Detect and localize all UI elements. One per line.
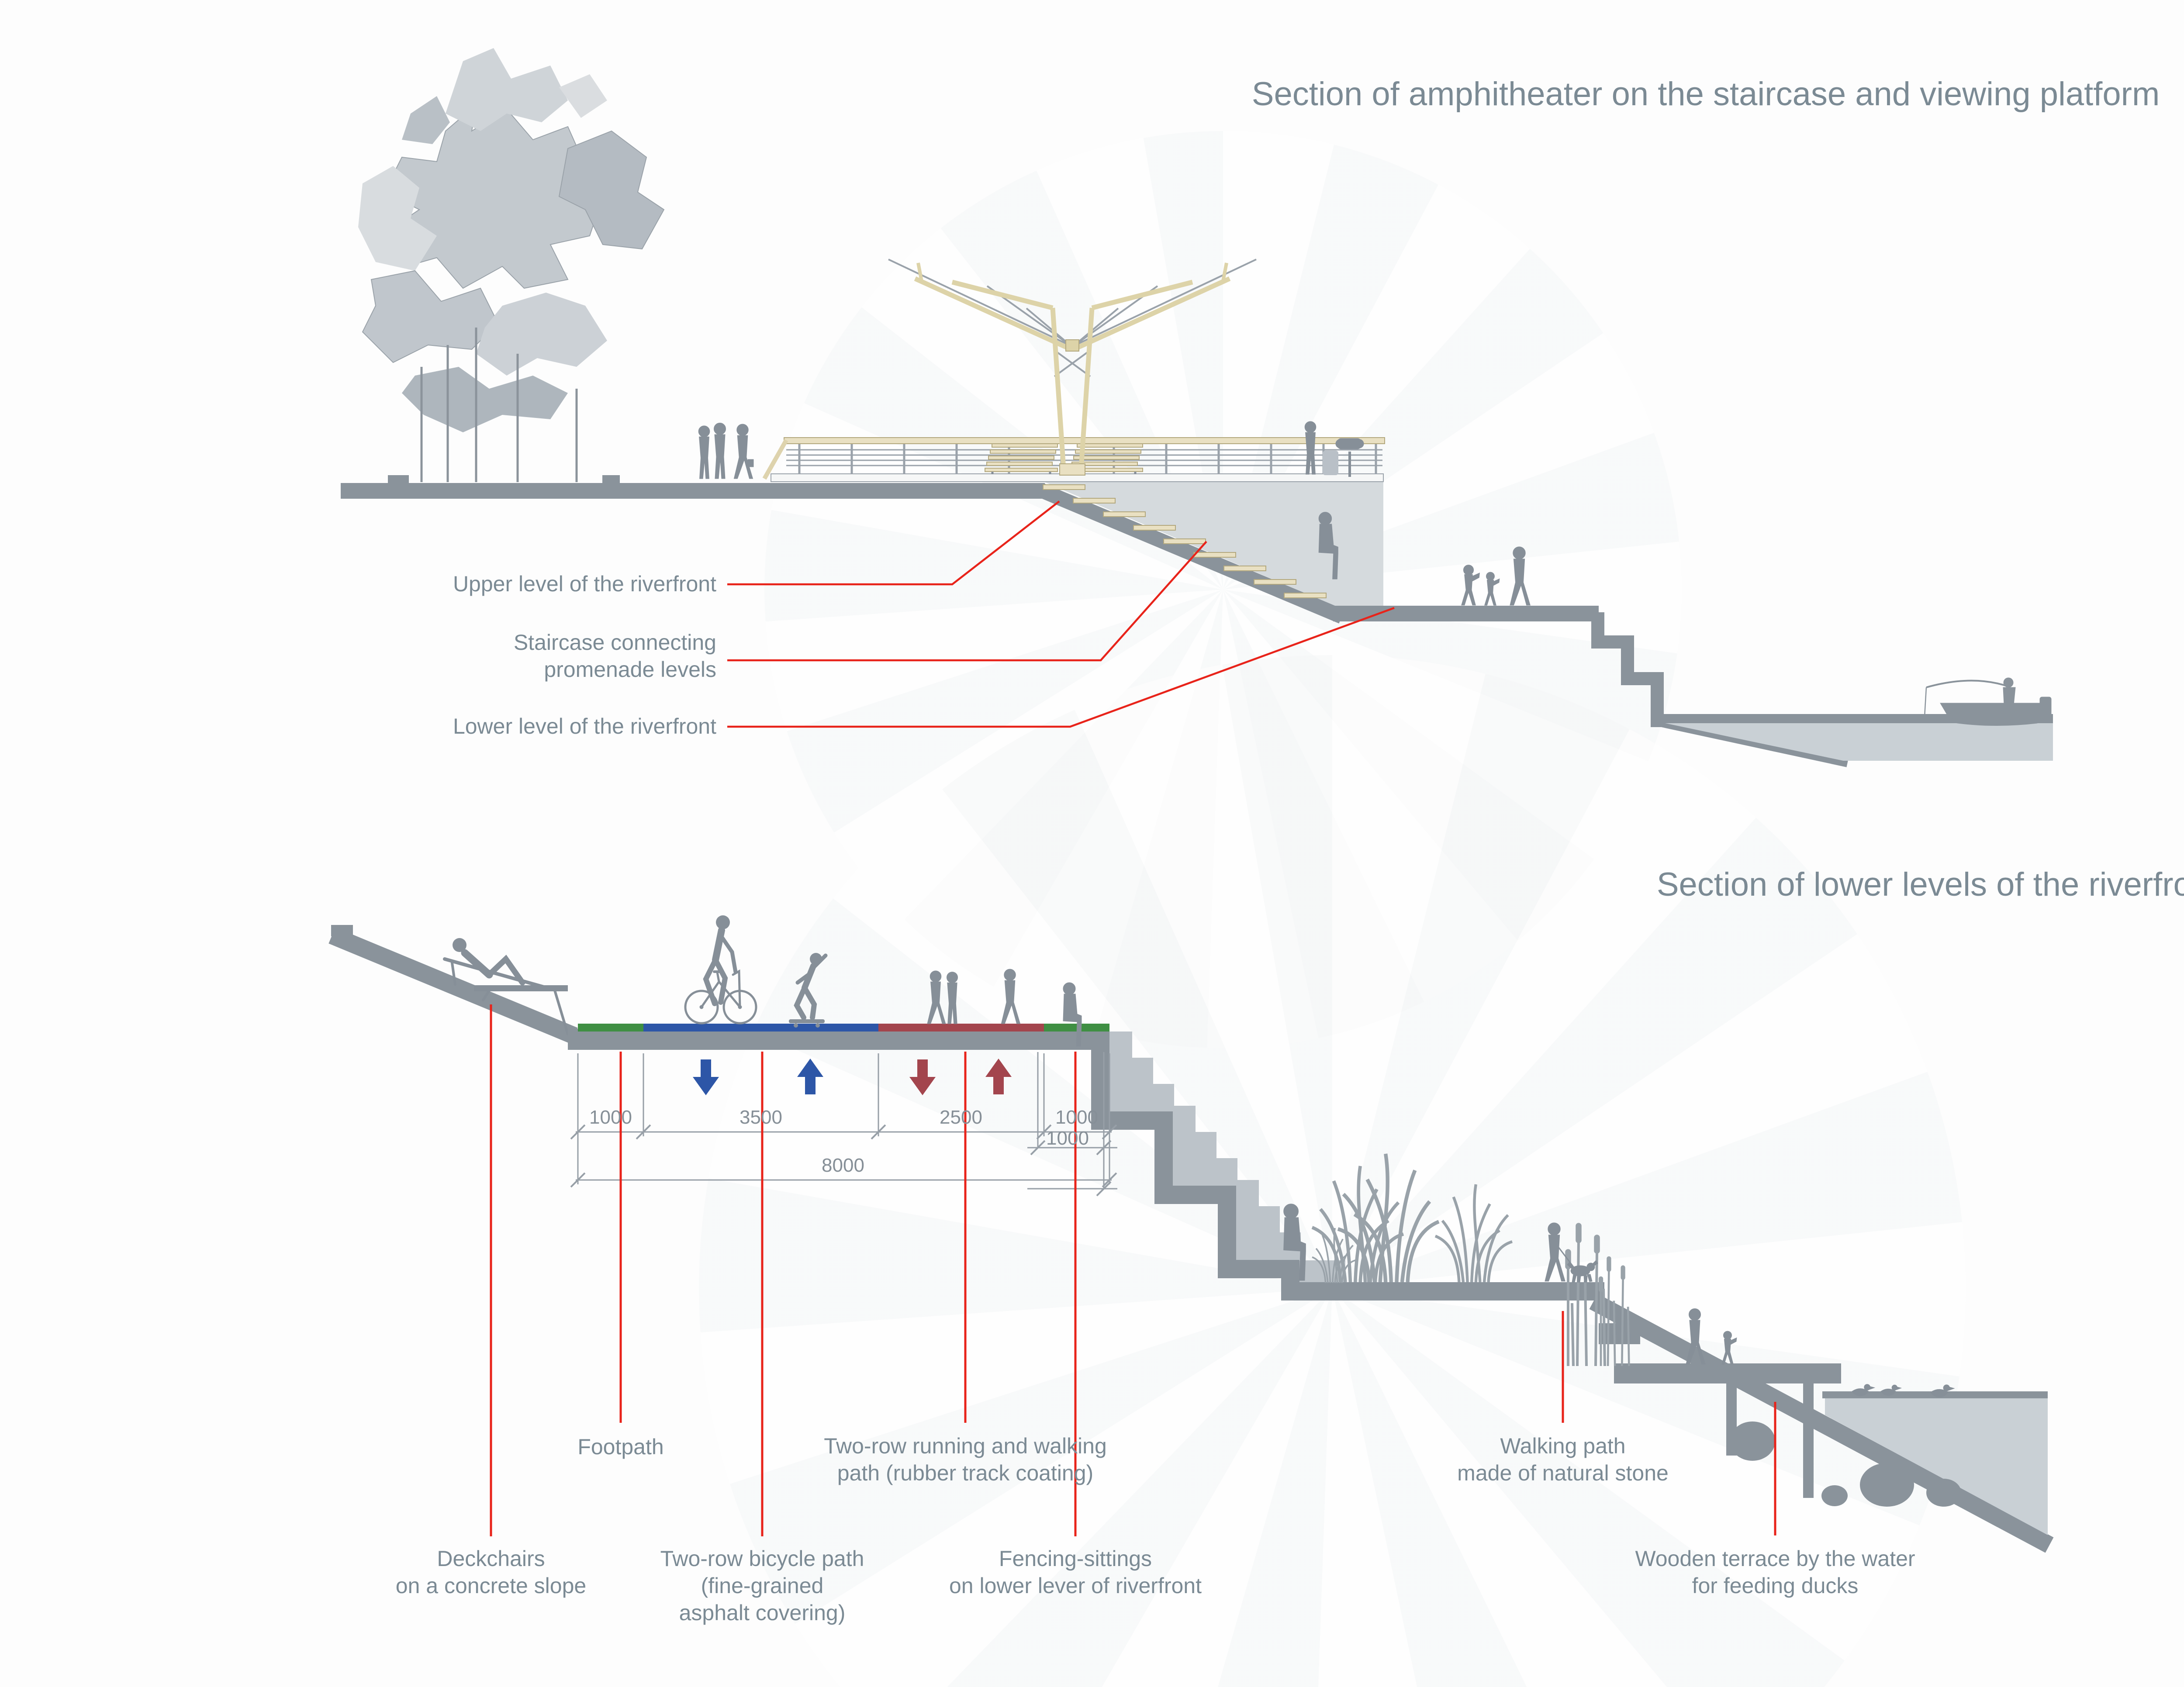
lower-steps-and-waterline (1591, 612, 2053, 727)
label-wooden-terrace: Wooden terrace by the water for feeding … (1635, 1545, 1915, 1599)
label-bicycle-path: Two-row bicycle path (fine-grained aspha… (660, 1545, 864, 1626)
bicycle-path-stripe (643, 1024, 878, 1032)
cyclist (684, 915, 757, 1025)
child (1484, 572, 1500, 606)
dimension-lines (570, 1052, 1117, 1197)
label-running-path: Two-row running and walking path (rubber… (824, 1432, 1107, 1487)
water-fill (1825, 1398, 2048, 1535)
label-line: Two-row bicycle path (660, 1546, 864, 1571)
pedestrian (698, 425, 710, 479)
label-deckchairs: Deckchairs on a concrete slope (396, 1545, 586, 1599)
label-line: Walking path (1500, 1434, 1626, 1458)
top-leader-lines (727, 500, 1395, 728)
leader-upper-level (727, 500, 1060, 586)
dimension-seg2: 3500 (740, 1107, 782, 1128)
tree (358, 48, 665, 482)
concrete-slope (328, 925, 578, 1044)
lane-direction-arrows (693, 1059, 1012, 1095)
water-edge (1589, 1294, 2054, 1553)
butterfly-canopy (888, 259, 1257, 476)
label-line: asphalt covering) (679, 1601, 846, 1625)
arrow-down-icon (693, 1059, 719, 1095)
label-line: on a concrete slope (395, 1573, 587, 1598)
pedestrian (714, 423, 726, 479)
bottom-section-title: Section of lower levels of the riverfron… (1656, 866, 2184, 903)
label-fencing-sittings: Fencing-sittings on lower lever of river… (949, 1545, 1202, 1599)
pedestrian (927, 970, 946, 1024)
leader-staircase (727, 541, 1207, 662)
skateboarder (789, 953, 828, 1028)
running-path-stripe (878, 1024, 1044, 1032)
label-staircase: Staircase connecting promenade levels (514, 629, 716, 683)
arrow-up-icon (985, 1059, 1012, 1094)
person-at-viewer (1304, 421, 1364, 477)
stair-treads (1043, 484, 1327, 598)
amphitheater-benches (985, 443, 1143, 474)
bottom-section-figures (684, 915, 1955, 1397)
child (1461, 565, 1480, 606)
water-fill (1665, 723, 2053, 761)
pedestrian (1001, 969, 1021, 1024)
stair-height-dimension (1027, 1052, 1117, 1197)
label-footpath: Footpath (577, 1435, 664, 1459)
label-line: (fine-grained (701, 1573, 824, 1598)
label-line: promenade levels (544, 657, 716, 682)
dimension-seg4: 1000 (1055, 1107, 1098, 1128)
arrow-down-icon (909, 1059, 936, 1095)
handbag (747, 459, 754, 467)
fishing-boat (1924, 677, 2052, 726)
footpath-stripe (578, 1024, 643, 1032)
wooden-terrace (1614, 1363, 1841, 1498)
label-line: Fencing-sittings (999, 1546, 1152, 1571)
top-section-drawing (341, 48, 2053, 767)
label-line: Two-row running and walking (824, 1434, 1107, 1458)
label-walking-path: Walking path made of natural stone (1457, 1432, 1669, 1487)
tree-trunks (420, 328, 578, 482)
arrow-up-icon (797, 1059, 823, 1094)
label-line: Deckchairs (437, 1546, 545, 1571)
label-upper-level: Upper level of the riverfront (453, 572, 716, 596)
label-line: made of natural stone (1457, 1461, 1669, 1485)
promenade-path (568, 1024, 1109, 1050)
label-line: Wooden terrace by the water (1635, 1546, 1915, 1571)
label-line: for feeding ducks (1692, 1573, 1859, 1598)
amphitheater-staircase (1037, 482, 2053, 767)
top-section-title: Section of amphitheater on the staircase… (1251, 76, 2160, 113)
dimension-total: 8000 (822, 1155, 864, 1176)
dimension-stair-height: 1000 (1046, 1128, 1089, 1149)
grasses (1312, 1154, 1629, 1366)
upper-level-ground (341, 475, 1045, 499)
footpath-edge-stripe (1044, 1024, 1109, 1032)
deckchair-with-person (443, 938, 569, 1035)
label-line: on lower lever of riverfront (949, 1573, 1202, 1598)
dimension-seg1: 1000 (589, 1107, 632, 1128)
dimension-seg3: 2500 (940, 1107, 982, 1128)
pedestrian (946, 972, 958, 1024)
watermark-circle (699, 655, 1966, 1687)
label-lower-level: Lower level of the riverfront (453, 714, 716, 738)
label-line: Staircase connecting (513, 630, 716, 655)
bottom-section-drawing (328, 915, 2054, 1553)
steps-profile (1091, 1041, 1604, 1301)
label-line: path (rubber track coating) (837, 1461, 1094, 1485)
adult-walking (1510, 546, 1531, 606)
person-walking-dog (1545, 1222, 1598, 1283)
top-section-figures (698, 421, 1531, 606)
rocks (1730, 1421, 1961, 1507)
leader-lower-level (727, 607, 1395, 728)
pedestrian (733, 424, 753, 479)
bottom-leader-lines (490, 1004, 1776, 1536)
trash-bin (1323, 451, 1338, 475)
